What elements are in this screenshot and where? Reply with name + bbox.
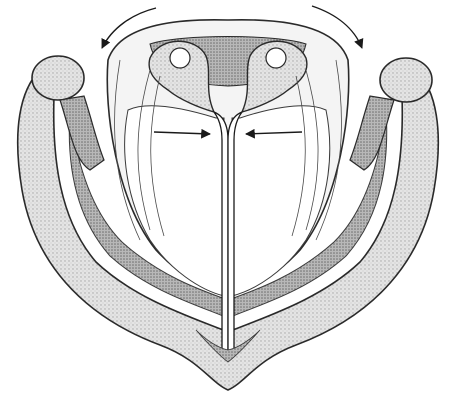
left-arytenoid-knob: [32, 56, 84, 100]
left-arytenoid-apex: [170, 48, 190, 68]
right-arytenoid-knob: [380, 58, 432, 102]
left-lateral-process: [60, 96, 104, 170]
right-arytenoid-apex: [266, 48, 286, 68]
right-lateral-process: [350, 96, 394, 170]
